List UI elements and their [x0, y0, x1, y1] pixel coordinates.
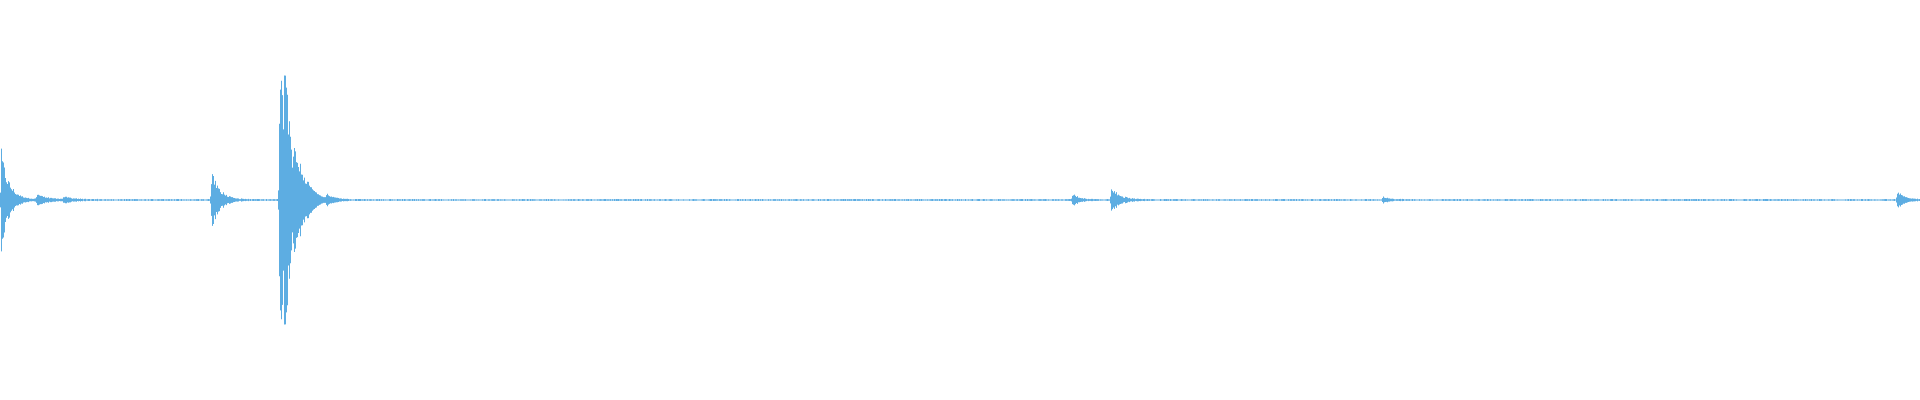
waveform-trace: [0, 75, 1920, 325]
